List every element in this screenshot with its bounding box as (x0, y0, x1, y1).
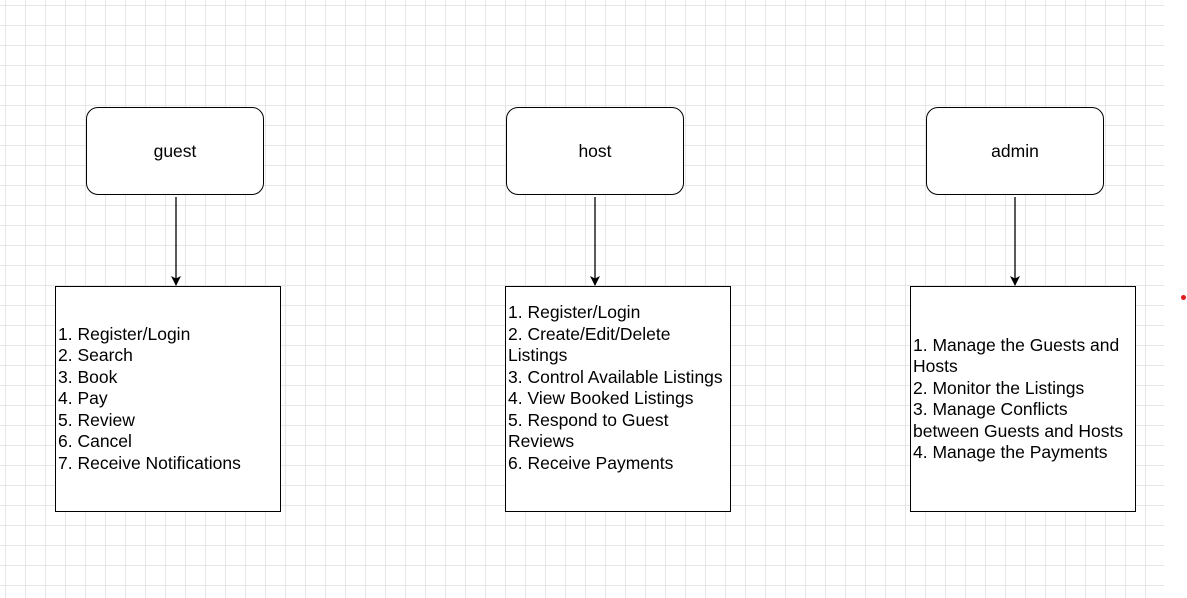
guest-action-item: 2. Search (58, 345, 133, 366)
host-role-node[interactable]: host (506, 107, 684, 195)
host-action-item: 5. Respond to Guest Reviews (508, 409, 669, 452)
guest-action-item: 5. Review (58, 409, 135, 430)
host-actions-list: 1. Register/Login 2. Create/Edit/Delete … (506, 302, 730, 474)
admin-action-item: 4. Manage the Payments (913, 442, 1108, 462)
guest-role-node[interactable]: guest (86, 107, 264, 195)
canvas-margin (1164, 0, 1187, 598)
admin-action-item: 2. Monitor the Listings (913, 377, 1085, 398)
red-marker-dot (1181, 295, 1186, 300)
host-action-item: 1. Register/Login (508, 302, 641, 322)
guest-role-label: guest (153, 140, 197, 161)
host-role-label: host (578, 140, 612, 161)
guest-actions-node[interactable]: 1. Register/Login 2. Search 3. Book 4. P… (55, 286, 281, 512)
host-action-item: 6. Receive Payments (508, 452, 674, 473)
host-actions-node[interactable]: 1. Register/Login 2. Create/Edit/Delete … (505, 286, 731, 512)
admin-action-item: 3. Manage Conflicts between Guests and H… (913, 399, 1124, 441)
guest-action-item: 4. Pay (58, 388, 108, 409)
admin-action-item: 1. Manage the Guests and Hosts (913, 334, 1120, 377)
guest-actions-list: 1. Register/Login 2. Search 3. Book 4. P… (56, 324, 241, 475)
host-action-item: 4. View Booked Listings (508, 388, 694, 408)
guest-action-item: 3. Book (58, 366, 118, 387)
admin-actions-node[interactable]: 1. Manage the Guests and Hosts 2. Monito… (910, 286, 1136, 512)
admin-role-label: admin (991, 140, 1039, 161)
host-action-item: 3. Control Available Listings (508, 366, 723, 387)
host-action-item: 2. Create/Edit/Delete Listings (508, 323, 671, 366)
guest-action-item: 6. Cancel (58, 431, 132, 452)
guest-action-item: 1. Register/Login (58, 323, 191, 344)
admin-role-node[interactable]: admin (926, 107, 1104, 195)
guest-action-item: 7. Receive Notifications (58, 452, 241, 473)
admin-actions-list: 1. Manage the Guests and Hosts 2. Monito… (911, 335, 1135, 464)
